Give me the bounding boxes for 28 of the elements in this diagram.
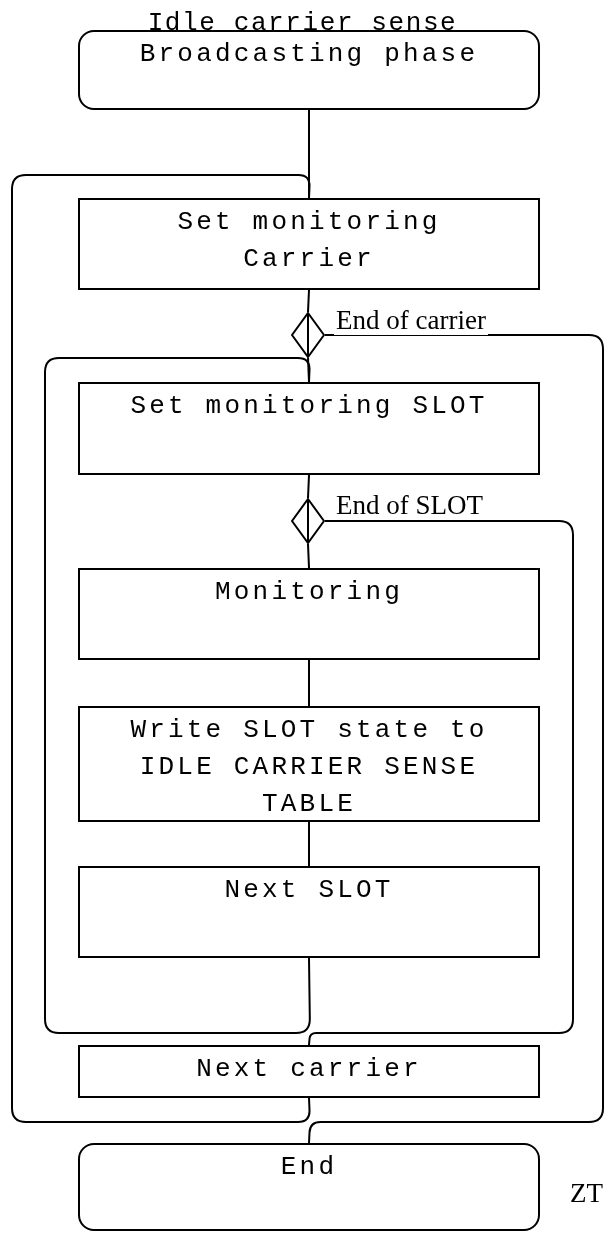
- connector-line: [308, 821, 310, 867]
- connector-line: [11, 174, 311, 1123]
- process-box: [78, 568, 540, 660]
- step-text: Write SLOT state to IDLE CARRIER SENSE TABLE: [129, 714, 489, 821]
- connector-line: [44, 357, 311, 1034]
- connector-line: [307, 543, 310, 569]
- step-text: Monitoring: [214, 576, 404, 609]
- terminal-box: [78, 1143, 540, 1231]
- step-text: End: [279, 1151, 339, 1184]
- connector-line: [307, 474, 310, 499]
- step-text: Broadcasting phase: [138, 38, 480, 71]
- process-box: [78, 198, 540, 290]
- step-text: Set monitoring Carrier: [176, 206, 442, 276]
- step-text: Next carrier: [195, 1053, 423, 1086]
- process-box: [78, 706, 540, 822]
- connector-line: [308, 659, 310, 707]
- step-text: Set monitoring SLOT: [129, 390, 489, 423]
- connector-line: [308, 520, 574, 1046]
- decision-diamond: [291, 312, 325, 358]
- diagram-title: Idle carrier sense: [147, 8, 458, 38]
- process-box: [78, 1045, 540, 1098]
- decision-diamond: [291, 498, 325, 544]
- connector-line: [307, 289, 310, 313]
- step-text: Next SLOT: [223, 874, 395, 907]
- process-box: [78, 382, 540, 475]
- connector-line: [308, 334, 604, 1144]
- process-box: [78, 866, 540, 958]
- terminal-box: [78, 30, 540, 110]
